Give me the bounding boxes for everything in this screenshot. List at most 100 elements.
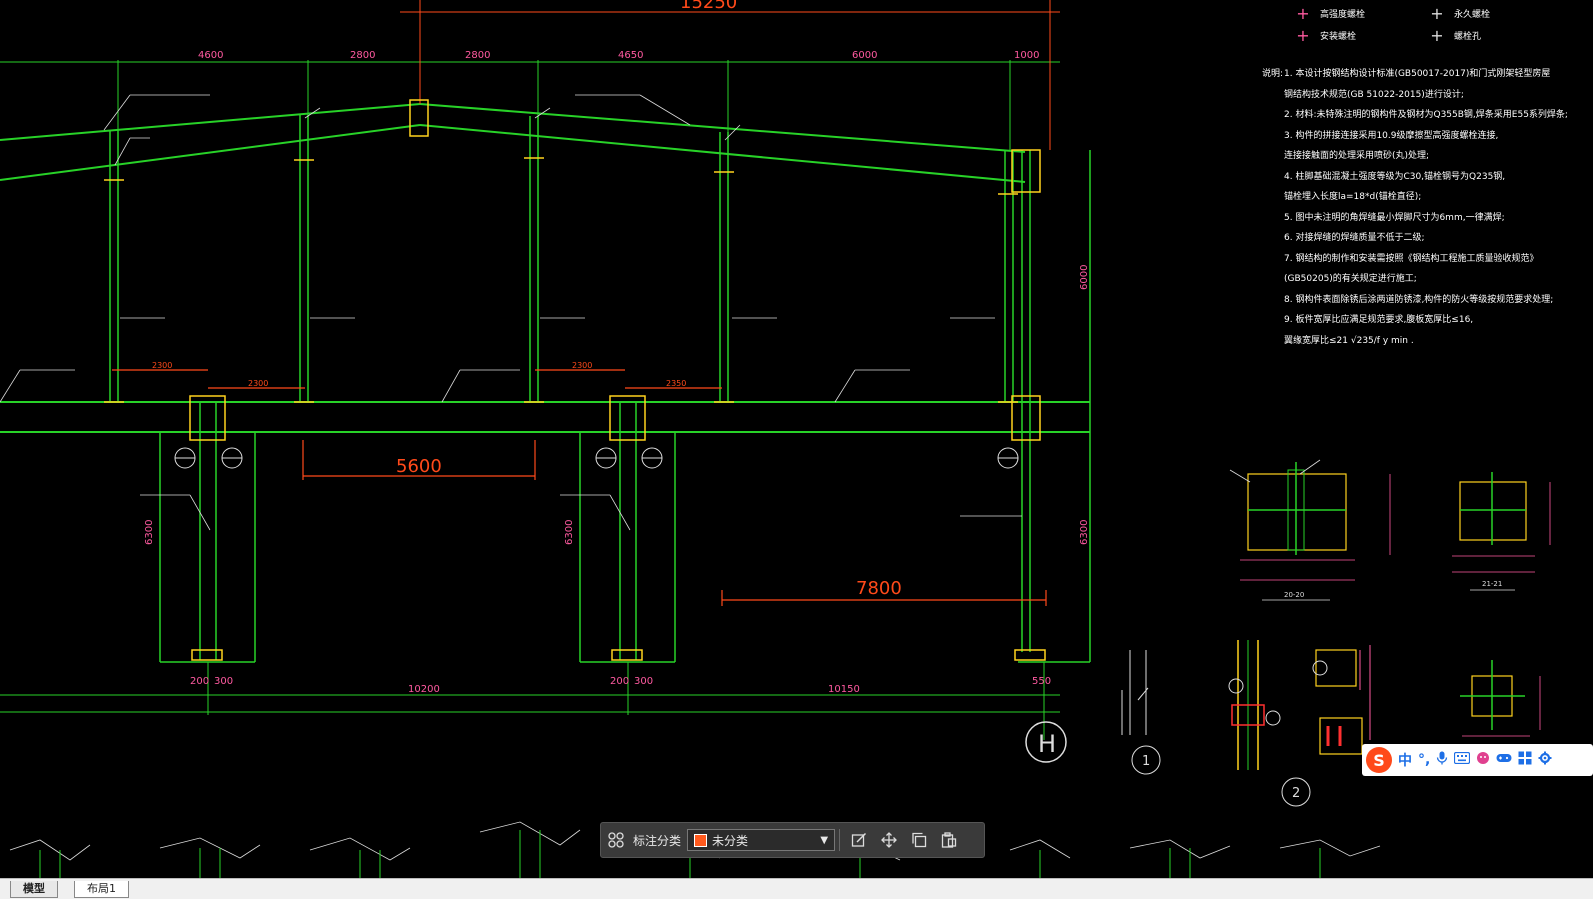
dim-small-0: 2300	[152, 361, 172, 370]
dim-small-3: 2350	[666, 379, 686, 388]
dim-top-2: 2800	[465, 50, 490, 61]
cad-drawing-canvas[interactable]: 15250 4600 2800 2800 4650 6000 1000 6000…	[0, 0, 1593, 878]
detail-2-label: 2	[1292, 786, 1300, 801]
dim-cell-4: 550	[1032, 676, 1051, 687]
copy-icon[interactable]	[904, 825, 934, 855]
dim-bottom-0: 10200	[408, 684, 440, 695]
move-icon[interactable]	[874, 825, 904, 855]
detail-2-drawing	[1228, 640, 1371, 807]
tab-layout-1[interactable]: 布局1	[74, 881, 129, 898]
notes-line: 8. 钢构件表面除锈后涂两道防锈漆,构件的防火等级按规范要求处理;	[1284, 294, 1554, 305]
section-markers	[174, 447, 1019, 469]
design-notes: 说明:1. 本设计按钢结构设计标准(GB50017-2017)和门式刚架轻型房屋…	[1262, 64, 1592, 351]
install-bolt-icon: +	[1296, 25, 1310, 45]
grid-axis-label: H	[1038, 730, 1056, 758]
detail-3-drawing	[1460, 660, 1541, 737]
dim-cell-2: 200	[610, 676, 629, 687]
ime-logo-icon[interactable]: S	[1366, 747, 1392, 773]
dim-right-0: 6000	[1079, 265, 1090, 290]
notes-line: 1. 本设计按钢结构设计标准(GB50017-2017)和门式刚架轻型房屋	[1284, 69, 1551, 79]
legend-col-2: + 永久螺栓 + 螺栓孔	[1430, 2, 1490, 46]
top-dimension-line	[0, 0, 1060, 150]
dim-top-0: 4600	[198, 50, 223, 61]
notes-line: 5. 图中未注明的角焊缝最小焊脚尺寸为6mm,一律满焊;	[1284, 212, 1505, 223]
dim-top-5: 1000	[1014, 50, 1039, 61]
notes-line: 连接接触面的处理采用喷砂(丸)处理;	[1284, 151, 1430, 161]
tab-model[interactable]: 模型	[10, 881, 58, 898]
bottom-dimension-line	[0, 662, 1060, 740]
dim-red-5600: 5600	[396, 456, 442, 477]
legend-item: + 安装螺栓	[1296, 24, 1365, 46]
grid-icon[interactable]	[601, 825, 631, 855]
notes-line: 4. 柱脚基础混凝土强度等级为C30,锚栓钢号为Q235钢,	[1284, 171, 1506, 182]
legend-label: 永久螺栓	[1454, 9, 1491, 20]
dim-top-4: 6000	[852, 50, 877, 61]
dim-cell-0: 200	[190, 676, 209, 687]
notes-line: 钢结构技术规范(GB 51022-2015)进行设计;	[1284, 89, 1464, 100]
legend-item: + 永久螺栓	[1430, 2, 1490, 24]
punctuation-icon[interactable]: °,	[1418, 752, 1431, 768]
circle-labels: H 1 2 20-20 21-21	[1038, 580, 1502, 801]
lower-columns	[159, 150, 1091, 663]
bottom-partial-columns	[39, 830, 1321, 878]
notes-line: 翼缘宽厚比≤21 √235/f y min .	[1284, 335, 1414, 346]
section-20-20-drawing	[1229, 459, 1391, 601]
notes-label: 说明:	[1262, 69, 1284, 79]
ime-toolbar: S 中 °,	[1362, 744, 1593, 776]
red-dimension-lines	[112, 369, 1047, 606]
notes-line: (GB50205)的有关规定进行施工;	[1284, 274, 1417, 284]
gamepad-icon[interactable]	[1496, 752, 1512, 768]
detail-1-drawing	[1121, 650, 1161, 775]
bolt-hole-icon: +	[1430, 25, 1444, 45]
legend-label: 安装螺栓	[1320, 31, 1357, 42]
horizontal-beam	[0, 401, 1090, 433]
detail-1-label: 1	[1142, 754, 1150, 769]
notes-line: 9. 板件宽厚比应满足规范要求,腹板宽厚比≤16,	[1284, 315, 1474, 325]
chinese-mode-button[interactable]: 中	[1398, 753, 1412, 769]
grid-axis-h	[1025, 721, 1067, 763]
microphone-icon[interactable]	[1436, 751, 1448, 769]
category-select[interactable]: 未分类 ▼	[687, 829, 836, 851]
skin-icon[interactable]	[1476, 751, 1490, 769]
high-strength-bolt-icon: +	[1296, 3, 1310, 23]
edit-icon[interactable]	[844, 825, 874, 855]
chevron-down-icon: ▼	[820, 834, 829, 846]
dim-top-total: 15250	[680, 0, 737, 13]
legend-item: + 螺栓孔	[1430, 24, 1490, 46]
notes-line: 6. 对接焊缝的焊缝质量不低于二级;	[1284, 233, 1425, 243]
leader-lines	[0, 94, 1022, 531]
dim-mid-col: 6300	[564, 520, 575, 545]
notes-line: 3. 构件的拼接连接采用10.9级摩擦型高强度螺栓连接,	[1284, 130, 1499, 141]
annotation-toolbar: 标注分类 未分类 ▼	[600, 822, 985, 858]
dim-small-2: 2300	[572, 361, 592, 370]
settings-icon[interactable]	[1538, 751, 1552, 769]
toolbox-icon[interactable]	[1518, 751, 1532, 769]
legend-item: + 高强度螺栓	[1296, 2, 1365, 24]
notes-line: 7. 钢结构的制作和安装需按照《钢结构工程施工质量验收规范》	[1284, 253, 1539, 264]
dim-bottom-1: 10150	[828, 684, 860, 695]
upper-columns	[109, 115, 1031, 652]
legend-label: 高强度螺栓	[1320, 9, 1366, 20]
dim-left-col: 6300	[144, 520, 155, 545]
keyboard-icon[interactable]	[1454, 751, 1471, 768]
section-title-21: 21-21	[1482, 580, 1502, 588]
section-title-20: 20-20	[1284, 591, 1304, 599]
dim-cell-1: 300	[214, 676, 233, 687]
dimension-texts: 15250 4600 2800 2800 4650 6000 1000 6000…	[144, 0, 1090, 695]
dim-top-1: 2800	[350, 50, 375, 61]
legend-col-1: + 高强度螺栓 + 安装螺栓	[1296, 2, 1365, 46]
dim-top-3: 4650	[618, 50, 643, 61]
roof-rafter	[0, 103, 1026, 183]
notes-line: 锚栓埋入长度la=18*d(锚栓直径);	[1284, 192, 1422, 202]
dim-small-1: 2300	[248, 379, 268, 388]
layout-tab-bar: 模型 布局1	[0, 878, 1593, 899]
category-select-value: 未分类	[712, 833, 749, 848]
dim-red-7800: 7800	[856, 578, 902, 599]
connection-plates	[104, 99, 1046, 661]
permanent-bolt-icon: +	[1430, 3, 1444, 23]
dim-cell-3: 300	[634, 676, 653, 687]
dim-right-1: 6300	[1079, 520, 1090, 545]
toolbar-divider	[839, 829, 841, 851]
legend-label: 螺栓孔	[1454, 31, 1482, 42]
paste-icon[interactable]	[934, 825, 964, 855]
